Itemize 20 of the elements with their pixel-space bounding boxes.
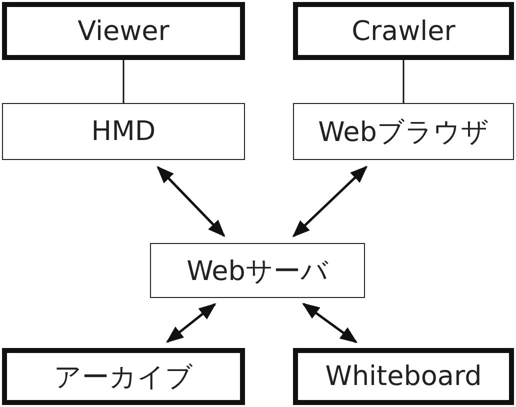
box-label: Viewer <box>78 16 170 46</box>
box-label: Webブラウザ <box>318 116 489 150</box>
box-label: HMD <box>91 116 156 147</box>
double-arrow <box>302 302 358 344</box>
box-label: アーカイブ <box>54 360 193 394</box>
double-arrow <box>166 303 216 343</box>
process-box <box>150 243 365 298</box>
process-box <box>2 348 245 405</box>
box-label: Whiteboard <box>325 361 482 392</box>
process-box <box>293 103 514 160</box>
box-label: Webサーバ <box>186 254 328 288</box>
connector-line <box>402 60 404 103</box>
process-box <box>2 103 245 160</box>
box-label: Crawler <box>352 16 456 46</box>
double-arrow <box>156 166 226 238</box>
process-box <box>293 2 514 60</box>
double-arrow <box>292 166 368 238</box>
connector-line <box>122 60 124 103</box>
process-box <box>2 2 245 60</box>
process-box <box>293 348 514 405</box>
